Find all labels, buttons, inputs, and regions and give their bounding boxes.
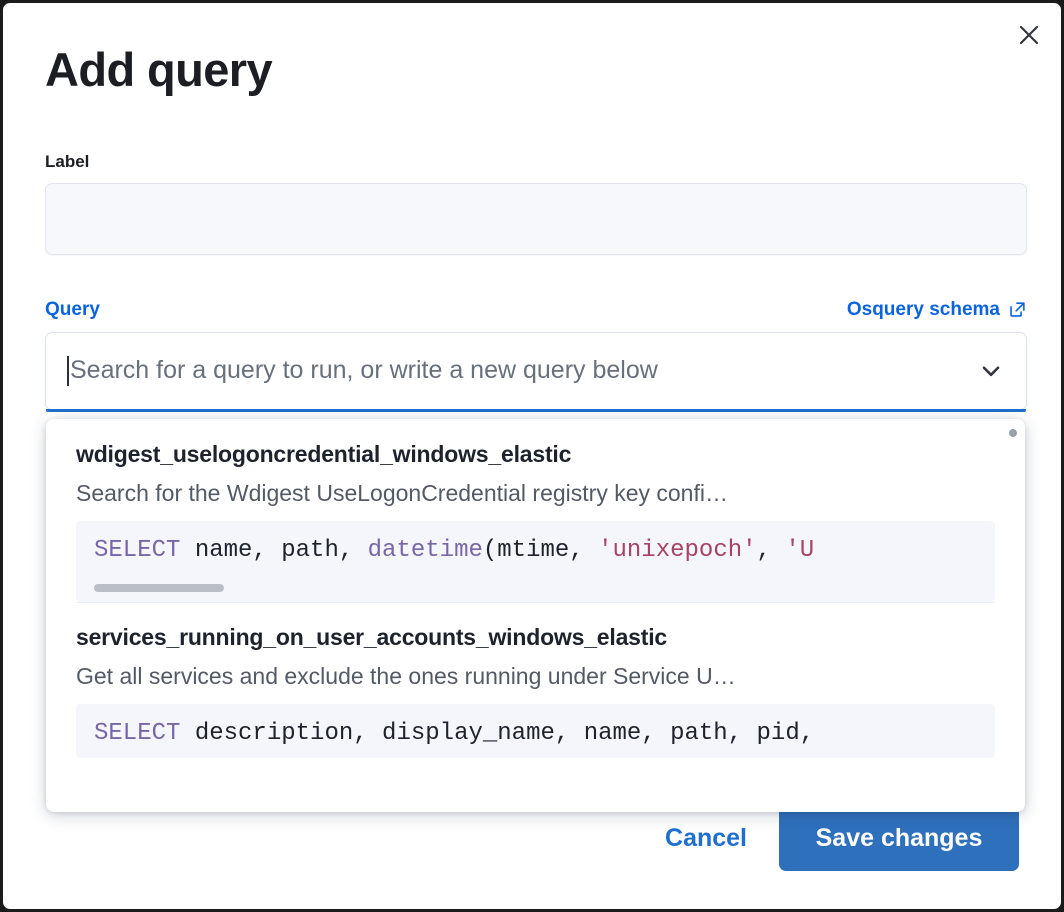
query-combobox[interactable] — [45, 331, 1027, 412]
close-icon[interactable] — [1009, 15, 1049, 55]
query-row: Query Osquery schema — [45, 299, 1027, 321]
query-suggestions-dropdown[interactable]: wdigest_uselogoncredential_windows_elast… — [46, 418, 1025, 812]
code-line: SELECT description, display_name, name, … — [94, 720, 815, 748]
query-field-label: Query — [45, 298, 100, 320]
query-combobox-wrap: wdigest_uselogoncredential_windows_elast… — [45, 331, 1027, 812]
chevron-down-icon[interactable] — [974, 354, 1008, 388]
modal-footer: Cancel Save changes — [45, 806, 1019, 871]
chevron-down-icon-glyph — [982, 366, 1000, 376]
label-field-label: Label — [45, 151, 90, 171]
list-item-title: services_running_on_user_accounts_window… — [76, 624, 667, 651]
text-cursor — [67, 355, 69, 386]
list-item[interactable]: services_running_on_user_accounts_window… — [46, 602, 1025, 758]
input-focus-bar — [46, 408, 1026, 412]
page-title: Add query — [45, 43, 273, 96]
list-item[interactable]: wdigest_uselogoncredential_windows_elast… — [46, 419, 1025, 603]
modal-body: Add query Label Query Osquery schema — [3, 3, 1061, 909]
query-search-input[interactable] — [66, 355, 974, 387]
label-input[interactable] — [45, 182, 1027, 255]
code-line: SELECT name, path, datetime(mtime, 'unix… — [94, 536, 815, 564]
code-horizontal-scrollbar[interactable] — [94, 584, 977, 593]
osquery-schema-link[interactable]: Osquery schema — [847, 299, 1027, 321]
save-changes-button[interactable]: Save changes — [779, 806, 1019, 871]
list-item-description: Get all services and exclude the ones ru… — [76, 663, 736, 690]
list-item-code: SELECT description, display_name, name, … — [76, 704, 995, 758]
dropdown-scrollbar[interactable] — [1009, 428, 1017, 437]
close-icon-glyph — [1019, 25, 1039, 45]
list-item-description: Search for the Wdigest UseLogonCredentia… — [76, 479, 728, 506]
external-link-icon — [1010, 302, 1025, 318]
osquery-schema-link-label: Osquery schema — [846, 298, 1000, 320]
cancel-button[interactable]: Cancel — [659, 812, 753, 865]
list-item-title: wdigest_uselogoncredential_windows_elast… — [76, 440, 572, 467]
list-item-code: SELECT name, path, datetime(mtime, 'unix… — [76, 520, 995, 603]
